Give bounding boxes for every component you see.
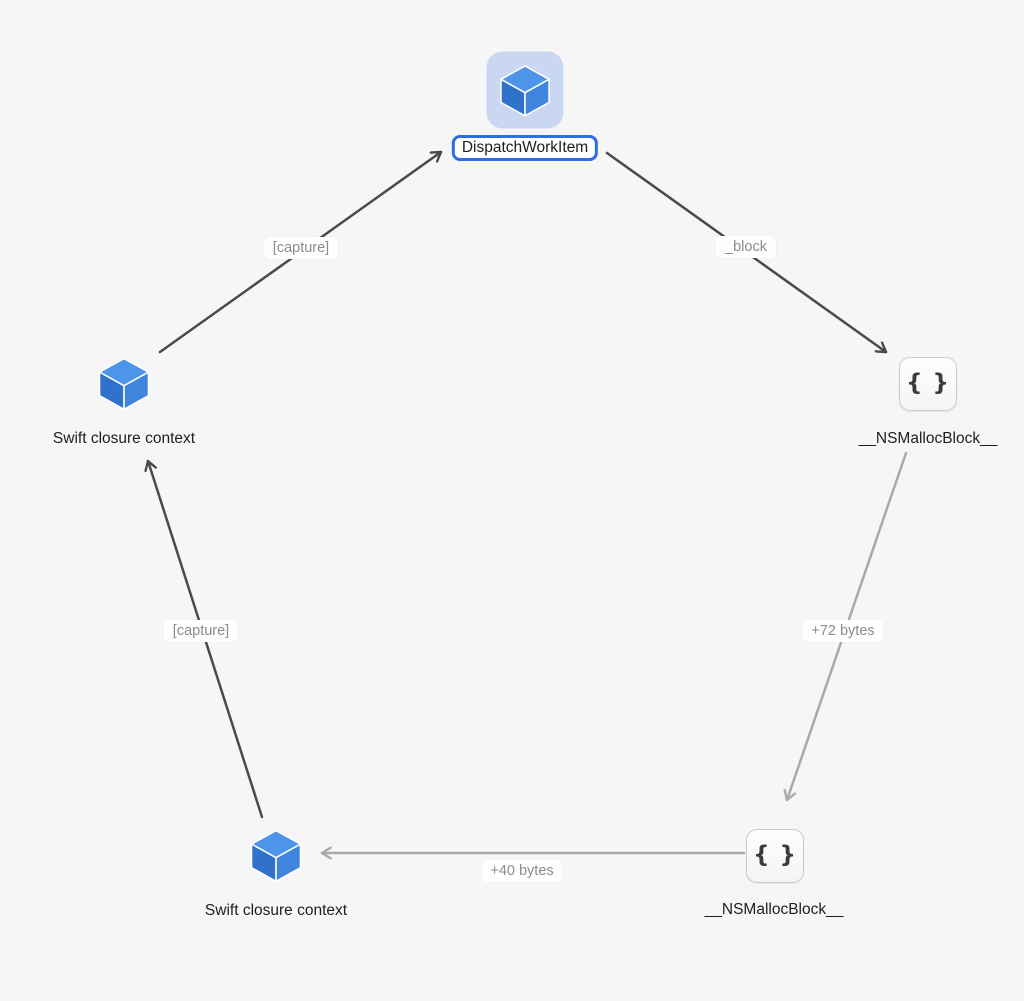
cube-icon	[98, 357, 150, 411]
cube-icon	[250, 829, 302, 883]
edge-block-label[interactable]: _block	[716, 236, 776, 258]
block-braces-icon: { }	[899, 357, 957, 411]
selected-icon-tile	[486, 51, 564, 129]
braces-glyph: { }	[753, 841, 797, 868]
node-nsmallocblock-2-icon[interactable]: { }	[746, 829, 804, 883]
node-swift-closure-context-2-icon[interactable]	[247, 826, 305, 884]
node-swift-closure-context-1-icon[interactable]	[95, 354, 153, 412]
edge-capture-left-label[interactable]: [capture]	[163, 620, 239, 642]
node-dispatchworkitem-label[interactable]: DispatchWorkItem	[451, 135, 599, 161]
braces-glyph: { }	[906, 369, 950, 396]
node-nsmallocblock-1-icon[interactable]: { }	[899, 357, 957, 411]
node-nsmallocblock-1-label[interactable]: __NSMallocBlock__	[858, 430, 998, 447]
node-swift-closure-context-2-label[interactable]: Swift closure context	[204, 902, 348, 919]
edge-capture-top-label[interactable]: [capture]	[263, 237, 339, 259]
cube-icon	[500, 65, 550, 117]
node-dispatchworkitem-icon[interactable]	[486, 51, 564, 129]
node-nsmallocblock-2-label[interactable]: __NSMallocBlock__	[704, 901, 844, 918]
node-swift-closure-context-1-label[interactable]: Swift closure context	[52, 430, 196, 447]
edge-plus40-bytes-label[interactable]: +40 bytes	[481, 860, 563, 882]
edge-plus72-bytes-label[interactable]: +72 bytes	[802, 620, 884, 642]
block-braces-icon: { }	[746, 829, 804, 883]
